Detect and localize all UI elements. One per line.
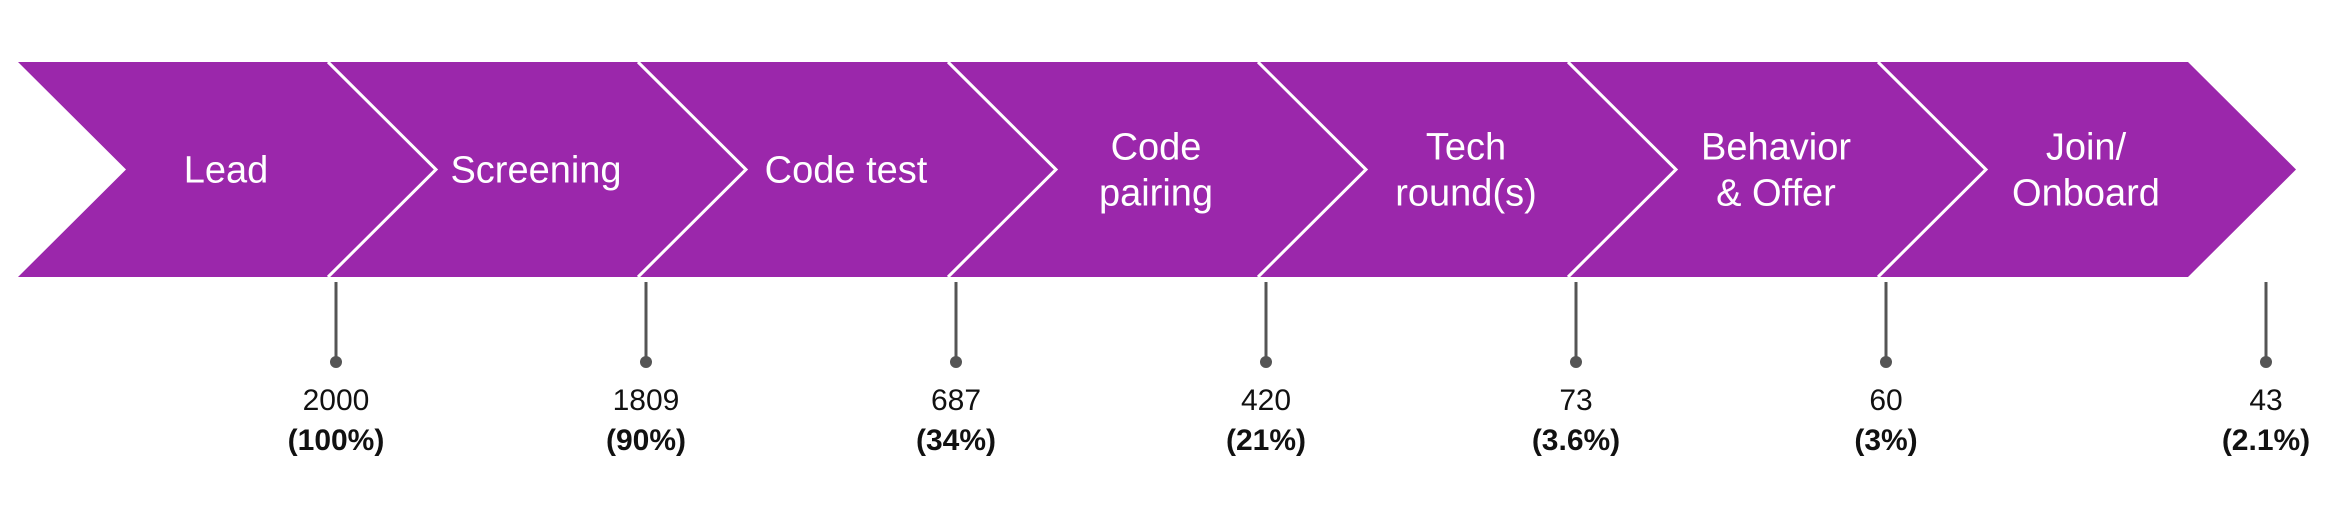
funnel-ribbon [18, 62, 2296, 277]
stage-label-line: Screening [450, 150, 621, 192]
stage-label-line: Tech [1426, 127, 1506, 169]
stage-label-line: Behavior [1701, 127, 1851, 169]
marker-dot [950, 356, 962, 368]
chevron-divider [1876, 60, 1989, 279]
stage-percent: (90%) [606, 424, 686, 457]
stage-percent: (100%) [288, 424, 385, 457]
funnel-stats: 2000 (100%) 1809 (90%) 687 (34%) 420 (21%) 73 (3.… [288, 384, 2311, 457]
chevron-divider [1566, 60, 1679, 279]
chevron-divider [326, 60, 439, 279]
stage-label: Lead [184, 150, 269, 192]
chevron-divider [1256, 60, 1369, 279]
marker-dot [1880, 356, 1892, 368]
stage-label-line: Code test [765, 150, 928, 192]
stage-label-line: Code [1111, 127, 1202, 169]
chevron-divider [946, 60, 1059, 279]
stage-percent: (34%) [916, 424, 996, 457]
stage-label-line: Join/ [2046, 127, 2127, 169]
marker-dot [2260, 356, 2272, 368]
stage-label-line: Onboard [2012, 173, 2160, 215]
stage-label-line: round(s) [1395, 173, 1537, 215]
marker-dot [1260, 356, 1272, 368]
stage-percent: (2.1%) [2222, 424, 2310, 457]
stage-count: 60 [1869, 384, 1902, 417]
stage-label: Behavior& Offer [1701, 127, 1851, 215]
stage-percent: (21%) [1226, 424, 1306, 457]
stage-count: 687 [931, 384, 981, 417]
stage-label: Join/Onboard [2012, 127, 2160, 215]
stage-percent: (3%) [1854, 424, 1917, 457]
stage-label: Code test [765, 150, 928, 192]
stage-count: 2000 [303, 384, 370, 417]
marker-dot [330, 356, 342, 368]
chevron-divider [636, 60, 749, 279]
stage-label-line: pairing [1099, 173, 1213, 215]
stage-count: 420 [1241, 384, 1291, 417]
stage-percent: (3.6%) [1532, 424, 1620, 457]
stage-label-line: Lead [184, 150, 269, 192]
stage-count: 43 [2249, 384, 2282, 417]
stage-count: 73 [1559, 384, 1592, 417]
marker-dot [1570, 356, 1582, 368]
stage-label: Screening [450, 150, 621, 192]
marker-dot [640, 356, 652, 368]
stage-label-line: & Offer [1716, 173, 1836, 215]
funnel-markers [330, 282, 2272, 368]
funnel-chevrons [18, 60, 2296, 279]
stage-count: 1809 [613, 384, 680, 417]
